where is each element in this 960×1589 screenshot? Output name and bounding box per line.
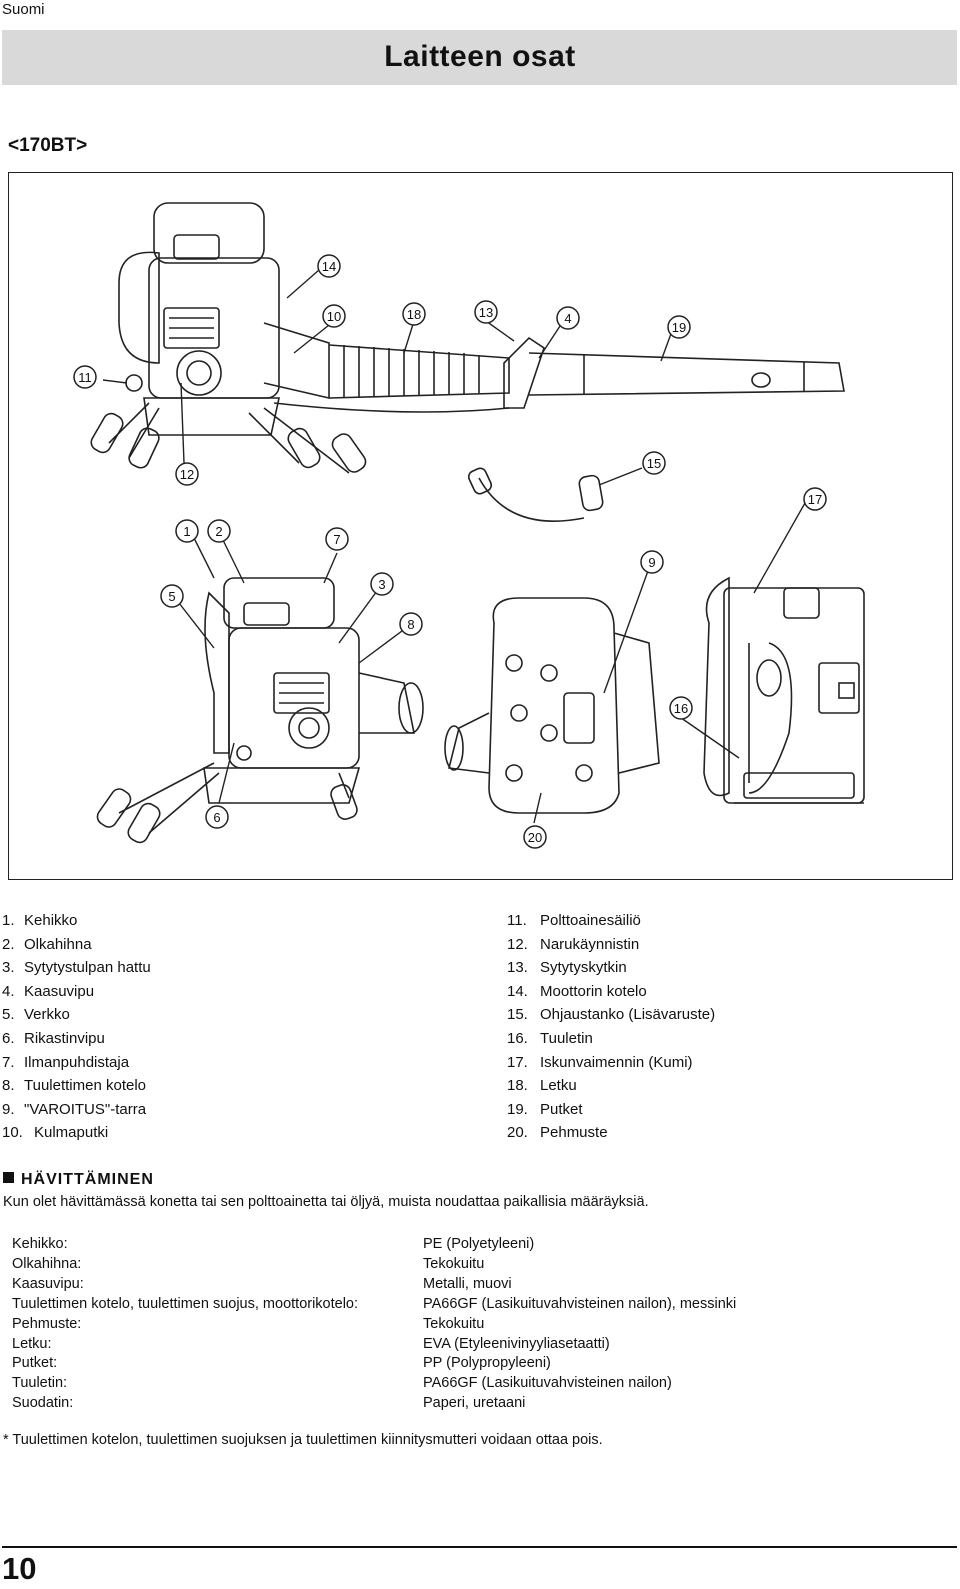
disposal-heading: HÄVITTÄMINEN: [3, 1171, 154, 1189]
handlebar-drawing: [467, 467, 604, 522]
callout-17: 17: [808, 492, 822, 507]
callout-2: 2: [215, 524, 222, 539]
list-item: 16.Tuuletin: [507, 1029, 593, 1047]
callout-16: 16: [674, 701, 688, 716]
list-item: 9."VAROITUS"-tarra: [2, 1100, 147, 1118]
disposal-text: Kun olet hävittämässä konetta tai sen po…: [3, 1194, 649, 1210]
table-row: Letku:EVA (Etyleenivinyyliasetaatti): [12, 1335, 610, 1352]
parts-figure: 14 10 18 13 4 19 11 12 15 17 1 2 7 3 5 8…: [8, 172, 953, 880]
table-row: Suodatin:Paperi, uretaani: [12, 1395, 526, 1412]
top-blower-drawing: [90, 202, 845, 474]
parts-list-left: 1.Kehikko 2.Olkahihna 3.Sytytystulpan ha…: [2, 909, 151, 1145]
list-item: 11.Polttoainesäiliö: [507, 912, 641, 929]
table-row: Putket:PP (Polypropyleeni): [12, 1355, 551, 1372]
list-item: 4.Kaasuvipu: [2, 982, 95, 1000]
table-row: Olkahihna:Tekokuitu: [12, 1255, 485, 1272]
callout-14: 14: [322, 259, 336, 274]
language-label: Suomi: [2, 1, 45, 18]
table-row: Pehmuste:Tekokuitu: [12, 1315, 485, 1332]
callouts: [73, 254, 827, 849]
table-row: Kaasuvipu:Metalli, muovi: [12, 1275, 512, 1292]
footer-divider: [2, 1546, 957, 1548]
list-item: 7.Ilmanpuhdistaja: [2, 1053, 130, 1071]
table-row: Kehikko:PE (Polyetyleeni): [12, 1236, 535, 1252]
callout-6: 6: [213, 810, 220, 825]
square-bullet-icon: [3, 1172, 14, 1183]
materials-table: Kehikko:PE (Polyetyleeni) Olkahihna:Teko…: [12, 1235, 736, 1414]
list-item: 17.Iskunvaimennin (Kumi): [507, 1053, 693, 1071]
callout-19: 19: [672, 320, 686, 335]
rear-view-drawing: [444, 597, 660, 814]
callout-9: 9: [648, 555, 655, 570]
list-item: 19.Putket: [507, 1100, 583, 1118]
table-row: Tuuletin:PA66GF (Lasikuituvahvisteinen n…: [12, 1375, 672, 1392]
list-item: 3.Sytytystulpan hattu: [2, 959, 151, 977]
list-item: 12.Narukäynnistin: [507, 935, 640, 953]
callout-1: 1: [183, 524, 190, 539]
callout-4: 4: [564, 311, 571, 326]
callout-5: 5: [168, 589, 175, 604]
title-bar: [2, 30, 957, 85]
list-item: 10.Kulmaputki: [2, 1124, 109, 1142]
callout-labels: 14 10 18 13 4 19 11 12 15 17 1 2 7 3 5 8…: [78, 259, 822, 845]
list-item: 8.Tuulettimen kotelo: [2, 1077, 147, 1095]
leader-lines: [102, 269, 806, 824]
model-label: <170BT>: [8, 135, 88, 156]
list-item: 5.Verkko: [2, 1006, 70, 1024]
list-item: 20.Pehmuste: [507, 1124, 608, 1142]
callout-8: 8: [407, 617, 414, 632]
callout-3: 3: [378, 577, 385, 592]
list-item: 13.Sytytyskytkin: [507, 959, 627, 977]
footnote: * Tuulettimen kotelon, tuulettimen suoju…: [3, 1432, 603, 1448]
front-view-drawing: [96, 577, 424, 844]
list-item: 18.Letku: [507, 1077, 577, 1095]
callout-12: 12: [180, 467, 194, 482]
page-number: 10: [2, 1551, 37, 1586]
callout-13: 13: [479, 305, 493, 320]
list-item: 6.Rikastinvipu: [2, 1029, 105, 1047]
callout-15: 15: [647, 456, 661, 471]
side-section-drawing: [703, 576, 865, 804]
table-row: Tuulettimen kotelo, tuulettimen suojus, …: [12, 1295, 737, 1312]
callout-11: 11: [78, 370, 92, 385]
callout-20: 20: [528, 830, 542, 845]
list-item: 2.Olkahihna: [2, 935, 92, 953]
list-item: 15.Ohjaustanko (Lisävaruste): [507, 1006, 716, 1024]
callout-10: 10: [327, 309, 341, 324]
blower-illustration: 14 10 18 13 4 19 11 12 15 17 1 2 7 3 5 8…: [73, 202, 865, 849]
callout-7: 7: [333, 532, 340, 547]
list-item: 1.Kehikko: [2, 912, 78, 929]
parts-list-right: 11.Polttoainesäiliö 12.Narukäynnistin 13…: [507, 909, 715, 1145]
callout-18: 18: [407, 307, 421, 322]
list-item: 14.Moottorin kotelo: [507, 982, 647, 1000]
page-title: Laitteen osat: [384, 40, 576, 73]
